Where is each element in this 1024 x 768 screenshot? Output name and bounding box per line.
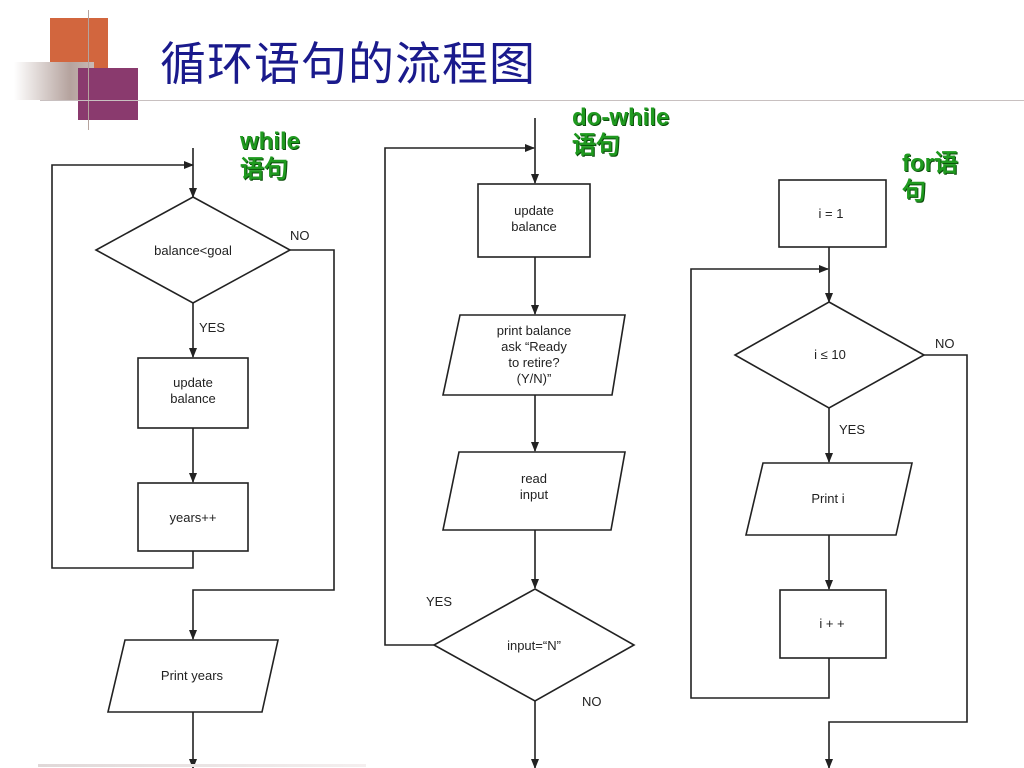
dowhile-label-line1: do-while: [572, 104, 670, 131]
for-no-label: NO: [935, 336, 955, 351]
while-flowchart: [51, 148, 335, 768]
while-label-line2: 语句: [240, 156, 288, 183]
for-condition-text: i ≤ 10: [814, 347, 846, 362]
dowhile-no-label: NO: [582, 694, 602, 709]
dowhile-yes-loop-line: [384, 144, 535, 646]
for-label-line2: 句: [902, 178, 926, 205]
decor-hline: [40, 100, 1024, 101]
while-yes-label: YES: [199, 320, 225, 335]
dowhile-label: do-while 语句: [572, 104, 669, 160]
for-inc-box: [779, 589, 887, 659]
dowhile-read-text-2: input: [520, 487, 549, 502]
while-print-parallelogram: [106, 639, 279, 713]
dowhile-label-line2: 语句: [572, 132, 620, 159]
for-init-text: i = 1: [819, 206, 844, 221]
dowhile-print-parallelogram: [442, 314, 626, 396]
dowhile-print-text-4: (Y/N)”: [517, 371, 552, 386]
for-label: for语 句: [902, 150, 958, 206]
for-no-line: [825, 354, 968, 768]
while-no-label: NO: [290, 228, 310, 243]
for-loop-back-line: [690, 265, 830, 699]
while-years-text: years++: [170, 510, 217, 525]
page-title: 循环语句的流程图: [160, 37, 536, 91]
dowhile-update-box: [477, 183, 591, 258]
for-init-box: [778, 179, 887, 248]
dowhile-update-text-1: update: [514, 203, 554, 218]
while-label: while 语句: [240, 128, 300, 184]
while-loop-back-line: [51, 161, 194, 569]
while-no-line: [189, 249, 335, 640]
decor-vline: [88, 10, 89, 130]
dowhile-flowchart: [384, 118, 636, 768]
while-update-text-2: balance: [170, 391, 216, 406]
for-inc-text: i + +: [819, 616, 844, 631]
while-update-text-1: update: [173, 375, 213, 390]
dowhile-update-text-2: balance: [511, 219, 557, 234]
dowhile-read-text-1: read: [521, 471, 547, 486]
dowhile-read-parallelogram: [442, 451, 626, 531]
dowhile-print-text-1: print balance: [497, 323, 571, 338]
dowhile-print-text-3: to retire?: [508, 355, 559, 370]
for-flowchart: [690, 179, 968, 768]
while-print-text: Print years: [161, 668, 224, 683]
while-condition-text: balance<goal: [154, 243, 232, 258]
dowhile-condition-text: input=“N”: [507, 638, 561, 653]
decor-bottom-line: [38, 764, 366, 767]
for-print-parallelogram: [744, 462, 913, 536]
while-label-line1: while: [240, 128, 301, 155]
dowhile-yes-label: YES: [426, 594, 452, 609]
for-yes-label: YES: [839, 422, 865, 437]
dowhile-print-text-2: ask “Ready: [501, 339, 567, 354]
for-print-text: Print i: [811, 491, 844, 506]
for-label-line1: for语: [902, 150, 958, 177]
